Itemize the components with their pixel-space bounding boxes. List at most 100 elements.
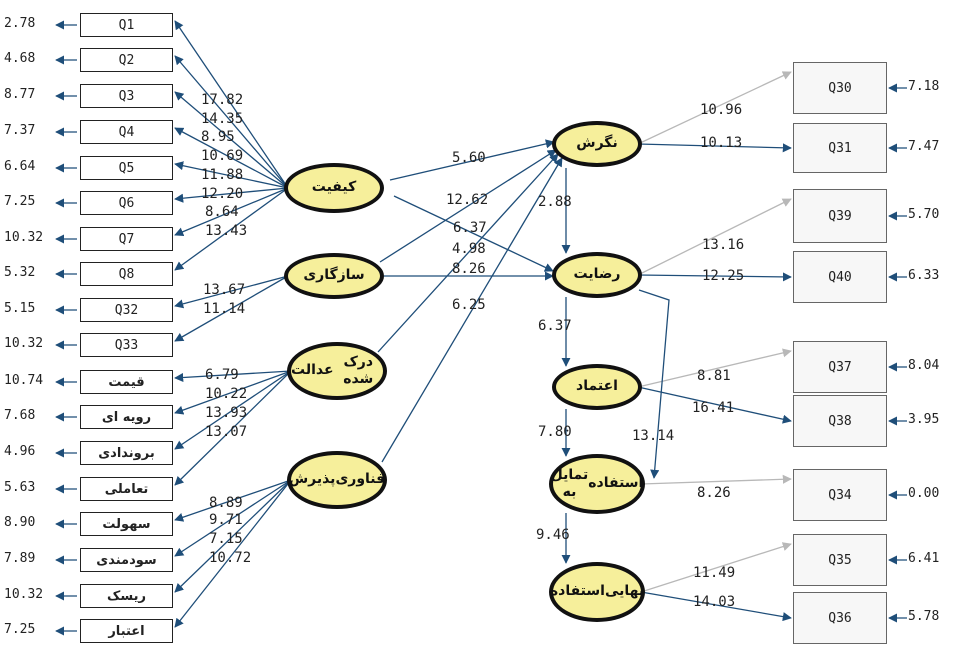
loading-arrow [174,370,292,486]
loading-arrow [637,272,792,282]
path-coefficient: 6.25 [452,297,486,313]
structural-path [379,149,557,263]
latent-label: رضایت [573,266,621,283]
indicator-box: Q33 [80,333,173,357]
error-variance: 4.96 [4,444,36,459]
error-variance: 8.77 [4,87,36,102]
loading-arrow [174,479,292,593]
indicator-box: Q7 [80,227,173,251]
indicator-box: بروندادی [80,441,173,465]
error-variance: 0.00 [908,486,940,501]
latent-label: نهایی [604,583,645,600]
loading-value: 8.81 [697,368,731,384]
latent-label: فناوری [335,471,386,488]
error-variance: 7.25 [4,194,36,209]
path-coefficient: 12.62 [446,192,489,208]
indicator-box: Q34 [793,469,887,521]
structural-path [393,195,554,272]
loading-value: 10.22 [205,386,248,402]
structural-path [389,139,555,181]
loading-arrow [174,479,292,522]
loading-arrow [640,474,792,485]
loading-value: 10.72 [209,550,252,566]
error-variance: 7.68 [4,408,36,423]
latent-label: سازگاری [303,267,365,284]
error-variance: 8.90 [4,515,36,530]
loading-arrow [174,127,289,189]
loading-arrow [174,479,292,628]
path-coefficient: 2.88 [538,194,572,210]
loading-arrow [174,370,292,450]
loading-value: 8.26 [697,485,731,501]
indicator-box: Q32 [80,298,173,322]
path-coefficient: 13.14 [632,428,675,444]
structural-path [381,157,563,463]
error-variance: 5.32 [4,265,36,280]
indicator-box: Q38 [793,395,887,447]
latent-variable-r: رضایت [552,252,642,298]
error-variance: 5.15 [4,301,36,316]
latent-label: درک شده [343,353,374,388]
latent-label: استفاده [549,583,605,600]
error-variance: 2.78 [4,16,36,31]
loading-value: 6.79 [205,367,239,383]
error-variance: 6.64 [4,159,36,174]
loading-value: 7.15 [209,531,243,547]
indicator-box: Q2 [80,48,173,72]
loading-arrow [637,348,792,388]
loading-arrow [637,71,792,145]
loading-value: 12.20 [201,186,244,202]
loading-value: 11.49 [693,565,736,581]
loading-arrow [637,143,792,153]
loading-value: 14.03 [693,594,736,610]
error-variance: 3.95 [908,412,940,427]
path-coefficient: 8.26 [452,261,486,277]
latent-variable-s: سازگاری [284,253,384,299]
loading-value: 13.67 [203,282,246,298]
error-variance: 7.18 [908,79,940,94]
indicator-box: Q35 [793,534,887,586]
error-variance: 5.70 [908,207,940,222]
loading-arrow [640,591,792,622]
indicator-box: Q1 [80,13,173,37]
structural-path [638,289,670,479]
loading-value: 17.82 [201,92,244,108]
indicator-box: Q36 [793,592,887,644]
indicator-box: قیمت [80,370,173,394]
latent-label: پذیرش [288,471,336,488]
error-variance: 10.32 [4,587,44,602]
loading-arrow [174,187,289,203]
structural-path [377,153,559,353]
path-coefficient: 6.37 [538,318,572,334]
error-variance: 5.78 [908,609,940,624]
loading-arrow [174,20,289,189]
loading-value: 13.16 [702,237,745,253]
latent-variable-k: کیفیت [284,163,384,213]
indicator-box: Q4 [80,120,173,144]
loading-value: 10.96 [700,102,743,118]
error-variance: 7.37 [4,123,36,138]
latent-label: کیفیت [311,179,357,196]
error-variance: 7.89 [4,551,36,566]
latent-variable-n: نگرش [552,121,642,167]
loading-value: 9.71 [209,512,243,528]
indicator-box: Q31 [793,123,887,173]
loading-value: 13.43 [205,223,248,239]
loading-value: 13.07 [205,424,248,440]
loading-arrow [174,187,289,271]
error-variance: 6.33 [908,268,940,283]
loading-arrow [174,370,292,415]
loading-arrow [174,55,289,189]
error-variance: 4.68 [4,51,36,66]
loading-arrow [174,370,292,383]
path-coefficient: 4.98 [452,241,486,257]
error-variance: 7.25 [4,622,36,637]
loading-value: 13.93 [205,405,248,421]
indicator-box: Q8 [80,262,173,286]
indicator-box: سهولت [80,512,173,536]
latent-label: تمایل به [550,466,589,501]
